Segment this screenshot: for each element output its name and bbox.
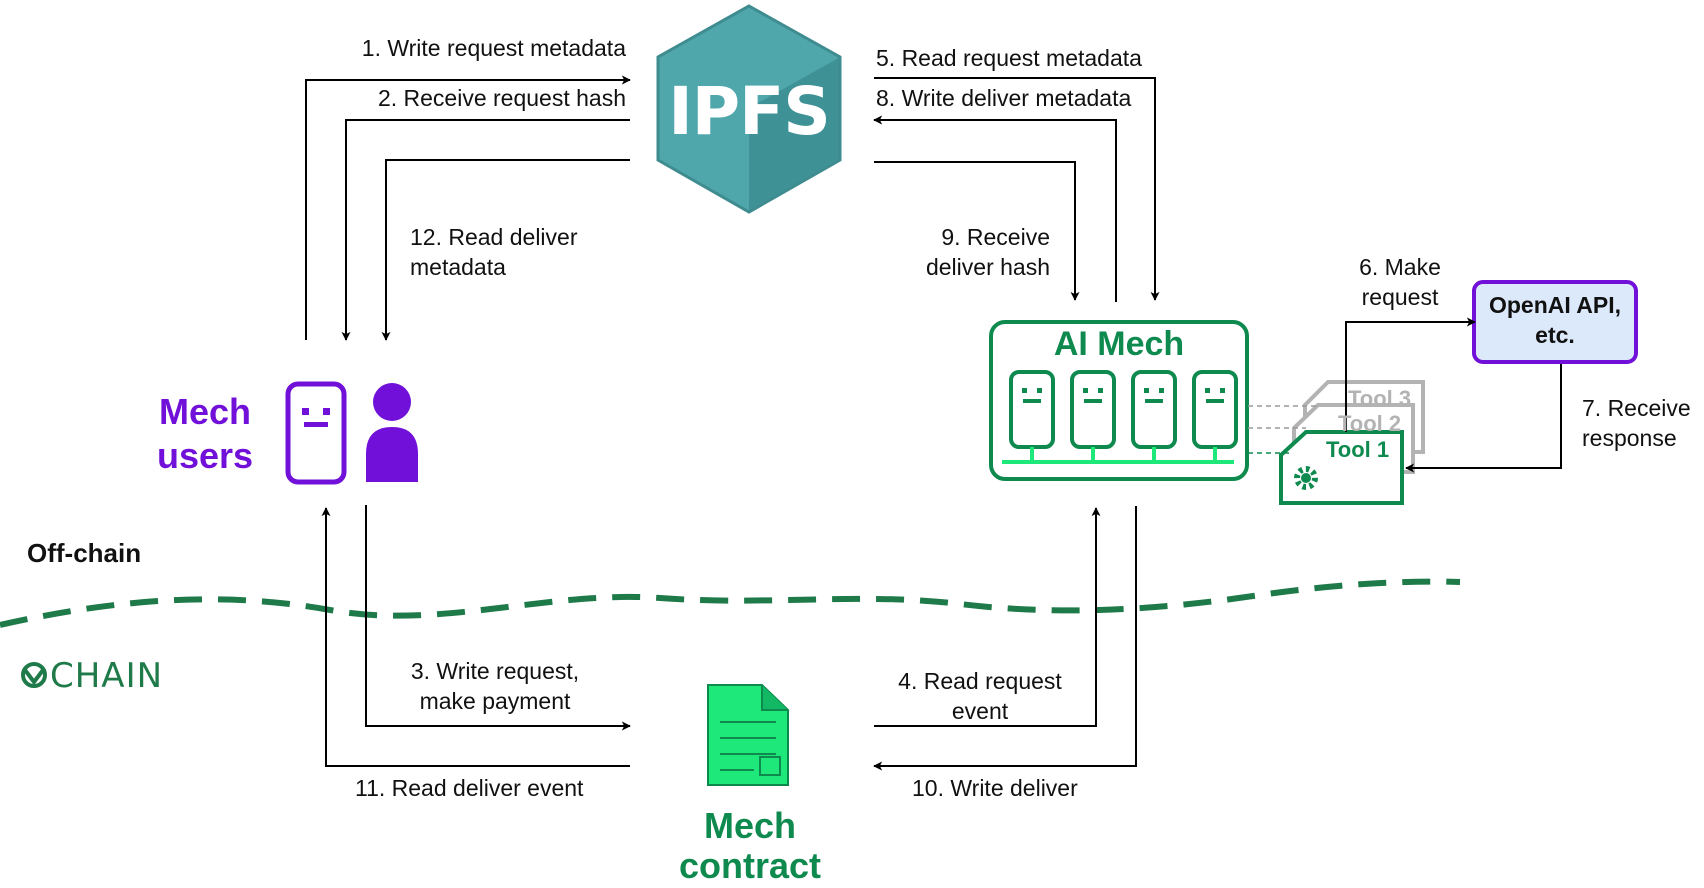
arrow-11 bbox=[321, 507, 630, 767]
arrow-4 bbox=[874, 507, 1101, 727]
step-12-label-line1: 12. Read deliver bbox=[410, 224, 578, 250]
step-6-label-line1: 6. Make bbox=[1359, 254, 1441, 280]
tool-1-label: Tool 1 bbox=[1326, 437, 1390, 462]
step-2-label: 2. Receive request hash bbox=[377, 85, 626, 111]
tool-2-label: Tool 2 bbox=[1338, 411, 1402, 436]
arrow-9 bbox=[874, 161, 1080, 301]
step-5-label: 5. Read request metadata bbox=[876, 45, 1142, 71]
mech-users-label-line1: Mech bbox=[158, 391, 252, 432]
step-10-label: 10. Write deliver bbox=[912, 775, 1078, 801]
robot-agent-icon bbox=[1009, 370, 1055, 462]
step-1-label: 1. Write request metadata bbox=[361, 35, 626, 61]
arrow-7 bbox=[1405, 364, 1562, 473]
ai-mech-title: AI Mech bbox=[1053, 325, 1185, 363]
robot-agent-icon bbox=[1192, 370, 1238, 462]
arrow-2 bbox=[341, 119, 630, 341]
off-chain-label: Off-chain bbox=[27, 538, 142, 568]
arrow-8 bbox=[873, 115, 1117, 302]
arrow-12 bbox=[381, 159, 630, 341]
api-label-line2: etc. bbox=[1535, 322, 1575, 348]
robot-agent-icon bbox=[1070, 370, 1116, 462]
flow-arrows bbox=[305, 75, 1562, 771]
person-icon bbox=[366, 383, 418, 482]
ipfs-label: IPFS bbox=[668, 73, 831, 150]
mech-contract-label-line2: contract bbox=[678, 845, 822, 886]
ai-mech-box bbox=[989, 320, 1249, 481]
step-3-label-line1: 3. Write request, bbox=[410, 658, 580, 684]
arrow-6 bbox=[1345, 317, 1476, 432]
arrow-10 bbox=[873, 506, 1137, 771]
gear-icon bbox=[1294, 466, 1318, 490]
step-11-label: 11. Read deliver event bbox=[355, 775, 584, 801]
step-9-label-line1: 9. Receive bbox=[941, 224, 1050, 250]
step-7-label-line2: response bbox=[1582, 425, 1677, 451]
step-9-label-line2: deliver hash bbox=[925, 254, 1050, 280]
step-12-label-line2: metadata bbox=[410, 254, 506, 280]
robot-face-icon bbox=[285, 381, 347, 485]
step-6-label-line2: request bbox=[1361, 284, 1439, 310]
document-icon bbox=[707, 684, 789, 786]
robot-agent-icon bbox=[1131, 370, 1177, 462]
chain-boundary-line bbox=[0, 578, 1461, 628]
arrow-1 bbox=[305, 75, 631, 340]
step-8-label: 8. Write deliver metadata bbox=[876, 85, 1132, 111]
chain-logo-icon bbox=[21, 662, 47, 688]
mech-users-label-line2: users bbox=[156, 435, 254, 476]
arrow-3 bbox=[365, 505, 631, 731]
arrow-5 bbox=[874, 77, 1160, 301]
step-7-label-line1: 7. Receive bbox=[1582, 395, 1691, 421]
ipfs-cube-icon bbox=[656, 4, 842, 214]
agent-group bbox=[1009, 370, 1238, 462]
step-3-label-line2: make payment bbox=[419, 688, 571, 714]
mech-contract-label-line1: Mech bbox=[703, 805, 797, 846]
tool-3-label: Tool 3 bbox=[1348, 386, 1412, 411]
step-4-label-line1: 4. Read request bbox=[898, 668, 1062, 694]
step-4-label-line2: event bbox=[951, 698, 1009, 724]
chain-label: CHAIN bbox=[50, 656, 164, 696]
api-label-line1: OpenAI API, bbox=[1488, 292, 1622, 318]
